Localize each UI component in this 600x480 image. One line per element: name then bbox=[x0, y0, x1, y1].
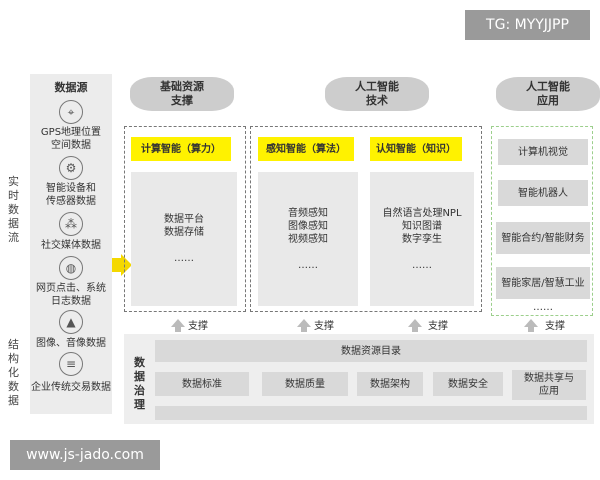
source-gps: GPS地理位置 空间数据 bbox=[40, 127, 102, 151]
network-icon: ⁂ bbox=[59, 212, 83, 236]
header-ai-application: 人工智能 应用 bbox=[496, 77, 600, 111]
governance-quality: 数据质量 bbox=[262, 372, 348, 396]
cognition-header: 认知智能（知识） bbox=[370, 137, 462, 161]
governance-standard: 数据标准 bbox=[155, 372, 249, 396]
watermark-bottom: www.js-jado.com bbox=[10, 440, 160, 470]
compute-body: 数据平台 数据存储 …… bbox=[131, 172, 237, 306]
app-computer-vision: 计算机视觉 bbox=[498, 139, 588, 165]
governance-sharing: 数据共享与 应用 bbox=[512, 370, 586, 400]
app-robot: 智能机器人 bbox=[498, 180, 588, 206]
cognition-body: 自然语言处理NPL 知识图谱 数字孪生 …… bbox=[370, 172, 474, 306]
compute-frame bbox=[124, 126, 246, 312]
governance-label: 数 据 治 理 bbox=[134, 356, 145, 411]
support-arrow-cognition-stem bbox=[412, 327, 418, 332]
support-label-cognition: 支撑 bbox=[428, 321, 448, 332]
database-icon: ≡ bbox=[59, 352, 83, 376]
governance-architecture: 数据架构 bbox=[357, 372, 423, 396]
data-source-title: 数据源 bbox=[54, 81, 88, 94]
perception-body: 音频感知 图像感知 视频感知 …… bbox=[258, 172, 358, 306]
structured-data-label: 结 构 化 数 据 bbox=[8, 338, 19, 407]
data-catalog: 数据资源目录 bbox=[155, 340, 587, 362]
perception-header: 感知智能（算法） bbox=[258, 137, 354, 161]
apps-more: …… bbox=[533, 301, 553, 313]
support-label-apps: 支撑 bbox=[545, 321, 565, 332]
apps-frame bbox=[491, 126, 593, 316]
map-pin-icon: ⌖ bbox=[59, 100, 83, 124]
support-label-compute: 支撑 bbox=[188, 321, 208, 332]
source-sensors: 智能设备和 传感器数据 bbox=[46, 183, 96, 207]
support-arrow-apps bbox=[524, 319, 538, 327]
app-smart-home: 智能家居/智慧工业 bbox=[496, 267, 590, 299]
governance-security: 数据安全 bbox=[433, 372, 503, 396]
support-arrow-cognition bbox=[408, 319, 422, 327]
source-image: 图像、音像数据 bbox=[36, 337, 106, 349]
ai-tech-frame bbox=[250, 126, 482, 312]
globe-icon: ◍ bbox=[59, 256, 83, 280]
source-enterprise: 企业传统交易数据 bbox=[31, 381, 111, 393]
gear-icon: ⚙ bbox=[59, 156, 83, 180]
governance-bottom-bar bbox=[155, 406, 587, 420]
support-arrow-perception bbox=[297, 319, 311, 327]
support-arrow-perception-stem bbox=[301, 327, 307, 332]
support-label-perception: 支撑 bbox=[314, 321, 334, 332]
support-arrow-apps-stem bbox=[528, 327, 534, 332]
app-smart-contract: 智能合约/智能财务 bbox=[496, 222, 590, 254]
support-arrow-compute bbox=[171, 319, 185, 327]
source-web: 网页点击、系统 日志数据 bbox=[36, 283, 106, 307]
header-basic-resources: 基础资源 支撑 bbox=[130, 77, 234, 111]
image-icon: ▲ bbox=[59, 310, 83, 334]
realtime-data-label: 实 时 数 据 流 bbox=[8, 175, 19, 244]
watermark-top: TG: MYYJJPP bbox=[465, 10, 590, 40]
support-arrow-compute-stem bbox=[175, 327, 181, 332]
input-arrow-head bbox=[121, 254, 132, 276]
header-ai-technology: 人工智能 技术 bbox=[325, 77, 429, 111]
compute-header: 计算智能（算力） bbox=[131, 137, 231, 161]
source-social: 社交媒体数据 bbox=[41, 239, 101, 251]
input-arrow bbox=[112, 258, 122, 272]
